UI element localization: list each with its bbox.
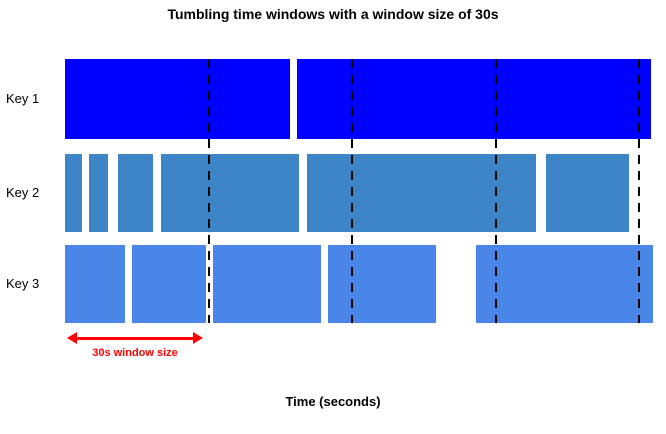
record-segment <box>545 154 630 232</box>
record-segment <box>296 59 651 139</box>
window-boundary-line <box>494 59 497 323</box>
record-segment <box>117 154 154 232</box>
record-segment <box>131 245 207 323</box>
row-label-key2: Key 2 <box>6 185 40 200</box>
record-segment <box>213 245 321 323</box>
left-arrowhead-icon <box>67 332 77 344</box>
row-label-key3: Key 3 <box>6 276 40 291</box>
record-segment <box>65 245 125 323</box>
record-segment <box>306 154 537 232</box>
right-arrowhead-icon <box>193 332 203 344</box>
arrow-line <box>73 337 197 340</box>
diagram-title: Tumbling time windows with a window size… <box>167 6 499 22</box>
window-size-arrow <box>67 332 203 344</box>
window-boundary-line <box>207 59 210 323</box>
record-segment <box>328 245 436 323</box>
window-size-label: 30s window size <box>92 347 178 359</box>
time-axis-label: Time (seconds) <box>285 394 381 409</box>
record-segment <box>88 154 109 232</box>
record-segment <box>160 154 300 232</box>
record-segment <box>476 245 654 323</box>
record-segment <box>65 59 290 139</box>
row-label-key1: Key 1 <box>6 91 40 106</box>
record-segment <box>65 154 82 232</box>
window-boundary-line <box>351 59 353 323</box>
window-boundary-line <box>638 59 640 323</box>
